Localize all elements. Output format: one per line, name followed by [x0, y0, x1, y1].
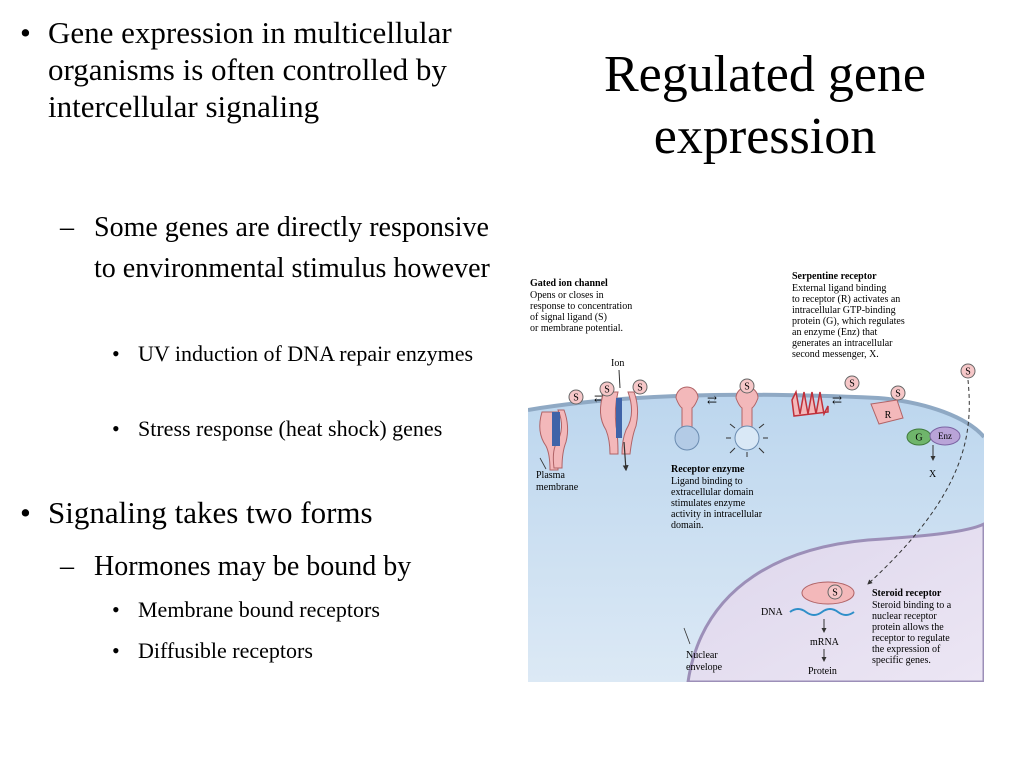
plasma-membrane-pointer [539, 457, 547, 470]
dash-marker: – [60, 551, 74, 582]
ligand-s-icon [568, 389, 584, 405]
gated-ion-channel-title: Gated ion channel [530, 278, 608, 289]
equilibrium-arrow-icon: ⇄ [707, 393, 717, 407]
serpentine-receptor-active [870, 399, 904, 425]
bullet-marker: • [112, 597, 120, 622]
ligand-s-icon [844, 375, 860, 391]
ion-pointer [618, 369, 621, 389]
ligand-s-icon [890, 385, 906, 401]
bullet-marker: • [20, 15, 31, 50]
serpentine-receptor-inactive [791, 389, 829, 417]
ion-channel-open [600, 391, 639, 455]
signaling-figure: S ⇄ S S Ion Plasma membrane Gated ion ch… [528, 271, 984, 682]
ligand-s-label: S [744, 382, 750, 393]
bullet-marker: • [112, 416, 120, 441]
ligand-s-icon [739, 378, 755, 394]
ion-label: Ion [611, 358, 624, 369]
ion-channel-closed [539, 409, 569, 471]
dna-label: DNA [761, 607, 783, 618]
dash-marker: – [60, 212, 74, 243]
bullet-item-4: • Stress response (heat shock) genes [112, 412, 482, 446]
ligand-s-icon [827, 584, 843, 600]
plasma-membrane-label: Plasma membrane [536, 470, 579, 493]
ligand-s-icon [632, 379, 648, 395]
enz-label: Enz [938, 431, 952, 441]
bullet-item-3: • UV induction of DNA repair enzymes [112, 337, 482, 371]
bullet-item-8: • Diffusible receptors [112, 634, 482, 668]
bullet-marker: • [20, 495, 31, 530]
ligand-s-label: S [849, 379, 855, 390]
bullet-item-2: – Some genes are directly responsive to … [60, 207, 490, 289]
ligand-s-label: S [832, 588, 838, 599]
bullet-text: Stress response (heat shock) genes [138, 416, 443, 441]
bullet-item-7: • Membrane bound receptors [112, 593, 482, 627]
ion-flow-arrow [622, 441, 629, 472]
steroid-receptor-desc: Steroid binding to a nuclear receptor pr… [872, 600, 954, 666]
receptor-enzyme-desc: Ligand binding to extracellular domain s… [671, 476, 765, 531]
nuclear-envelope-pointer [683, 627, 691, 645]
bullet-text: UV induction of DNA repair enzymes [138, 341, 474, 366]
mrna-label: mRNA [810, 637, 840, 648]
receptor-enzyme-title: Receptor enzyme [671, 464, 745, 475]
bullet-item-5: • Signaling takes two forms [20, 494, 490, 531]
serpentine-receptor-title: Serpentine receptor [792, 271, 877, 282]
ligand-s-label: S [604, 385, 610, 396]
ligand-s-label: S [965, 367, 971, 378]
bullet-marker: • [112, 341, 120, 366]
g-protein-label: G [915, 433, 922, 444]
ligand-s-label: S [637, 383, 643, 394]
bullet-item-1: • Gene expression in multicellular organ… [20, 14, 490, 125]
protein-label: Protein [808, 666, 837, 677]
slide-title: Regulated gene expression [604, 46, 926, 165]
bullet-text: Gene expression in multicellular organis… [48, 15, 452, 124]
equilibrium-arrow-icon: ⇄ [832, 393, 842, 407]
bullet-item-6: – Hormones may be bound by [60, 546, 490, 587]
gated-ion-channel-desc: Opens or closes in response to concentra… [530, 290, 635, 334]
ligand-s-icon [599, 381, 615, 397]
ligand-s-label: S [573, 393, 579, 404]
bullet-text: Hormones may be bound by [94, 551, 412, 582]
ligand-s-label: S [895, 389, 901, 400]
bullet-marker: • [112, 638, 120, 663]
steroid-receptor-title: Steroid receptor [872, 588, 942, 599]
receptor-r-label: R [885, 410, 892, 421]
receptor-enzyme-active [726, 386, 768, 457]
serpentine-receptor-desc: External ligand binding to receptor (R) … [792, 283, 907, 360]
equilibrium-arrow-icon: ⇄ [594, 391, 604, 405]
ligand-s-icon [960, 363, 976, 379]
bullet-text: Some genes are directly responsive to en… [94, 212, 490, 284]
steroid-path-arrow [867, 379, 970, 585]
enzyme-enz [929, 426, 961, 446]
dna-strand [789, 608, 855, 616]
receptor-enzyme-inactive [674, 386, 700, 451]
bullet-text: Diffusible receptors [138, 638, 313, 663]
x-label: X [929, 469, 937, 480]
bullet-text: Signaling takes two forms [48, 495, 373, 530]
nuclear-envelope-label: Nuclear envelope [686, 650, 723, 673]
bullet-text: Membrane bound receptors [138, 597, 380, 622]
